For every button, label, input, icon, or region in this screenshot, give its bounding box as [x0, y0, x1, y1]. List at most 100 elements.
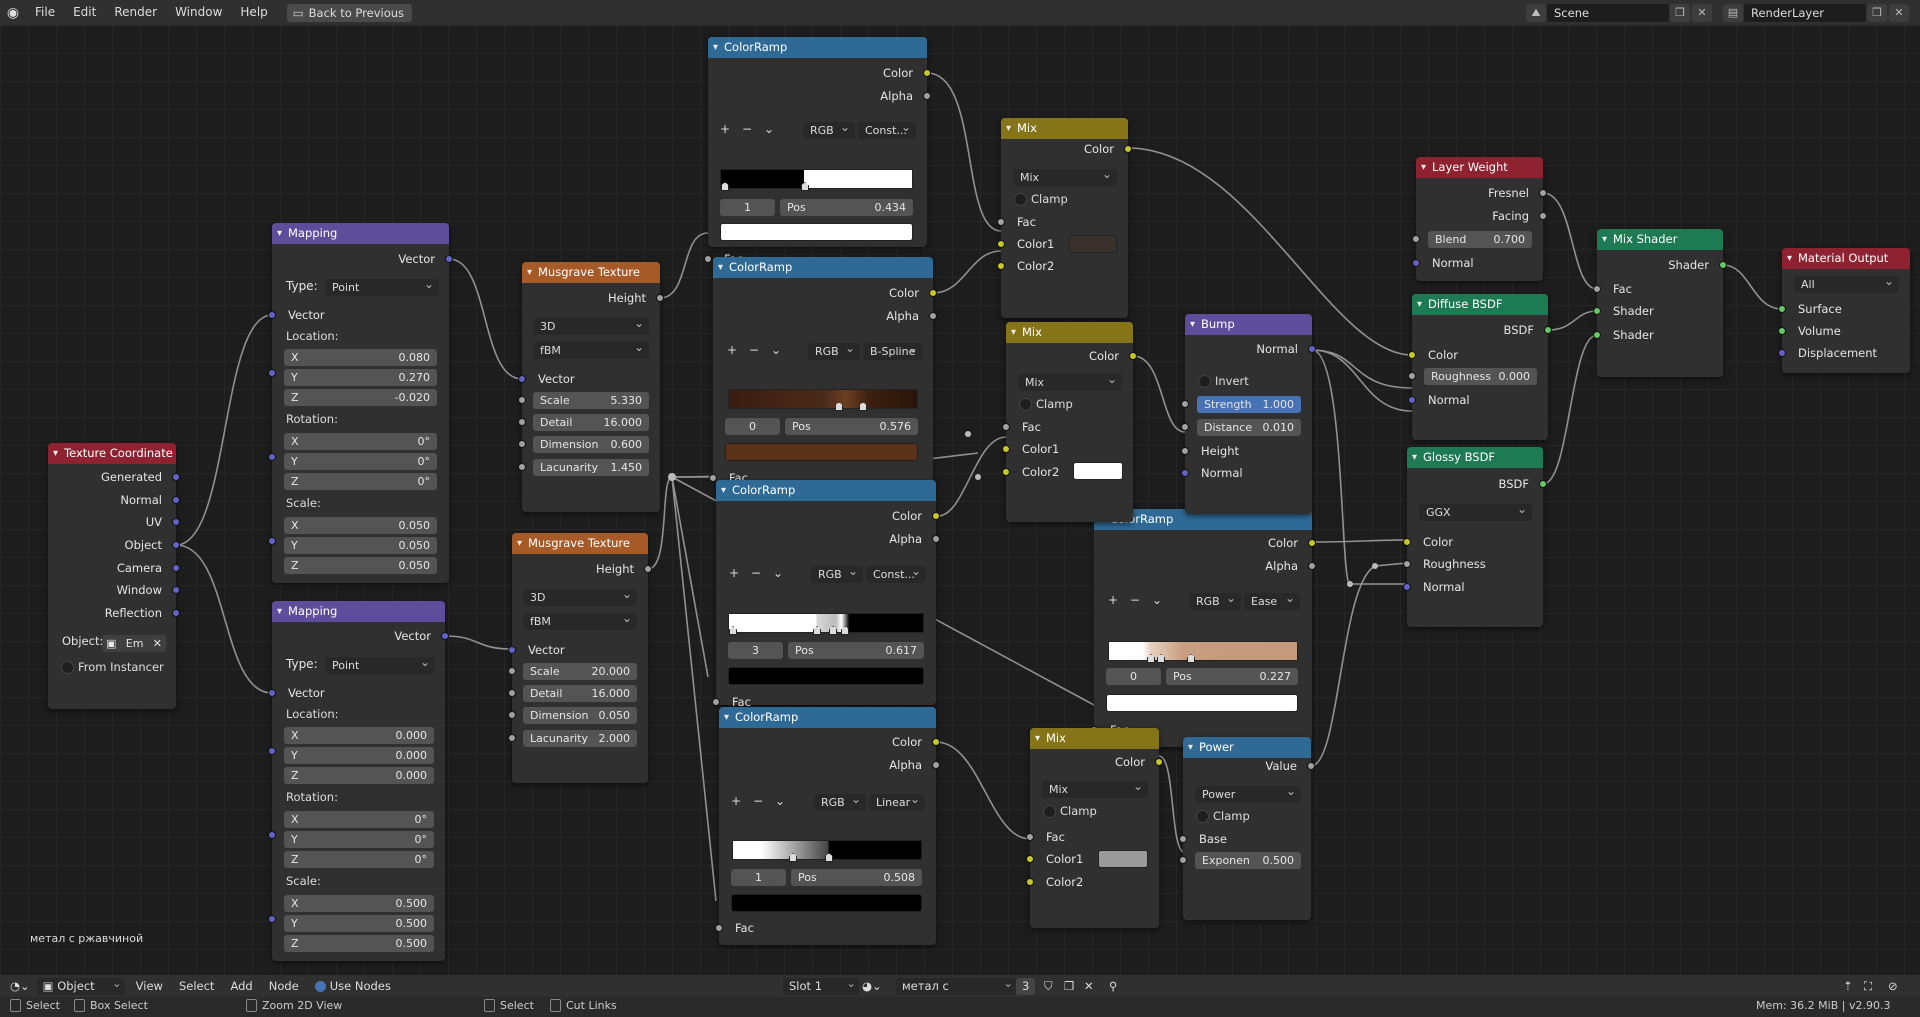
- socket[interactable]: [1593, 307, 1601, 315]
- socket[interactable]: [1403, 560, 1411, 568]
- material-users-count[interactable]: 3: [1016, 977, 1036, 995]
- color-ramp-bar[interactable]: [732, 840, 922, 862]
- material-browse-icon[interactable]: ◕⌄: [862, 979, 882, 993]
- socket[interactable]: [518, 375, 526, 383]
- socket[interactable]: [1179, 835, 1187, 843]
- detail-socket[interactable]: [518, 418, 526, 426]
- socket[interactable]: [172, 518, 180, 526]
- object-mode-dropdown[interactable]: ▣ Object: [36, 975, 125, 995]
- colorramp-node-2[interactable]: ColorRamp Color Alpha +−⌄ RGB B-Spline 0…: [709, 257, 937, 485]
- fake-user-icon[interactable]: ⛉: [1044, 978, 1053, 993]
- strength-socket[interactable]: [1181, 400, 1189, 408]
- node-header[interactable]: Power: [1183, 737, 1311, 758]
- ramp-stop[interactable]: [1147, 654, 1155, 663]
- chevron-down-icon[interactable]: ⌄: [773, 566, 784, 580]
- interpolation-dropdown[interactable]: B-Spline: [863, 343, 923, 360]
- type-dropdown[interactable]: Point: [325, 657, 435, 674]
- menu-select[interactable]: Select: [178, 979, 215, 993]
- colorramp-node-5[interactable]: ColorRamp Color Alpha +−⌄ RGB Ease 0 Pos…: [1090, 509, 1316, 747]
- menu-edit[interactable]: Edit: [73, 5, 97, 19]
- mapping-node-2[interactable]: Mapping Vector Type: Point Vector Locati…: [268, 601, 449, 961]
- colorramp-node-4[interactable]: ColorRamp Color Alpha +−⌄ RGB Linear 1 P…: [715, 707, 940, 945]
- color-mode-dropdown[interactable]: RGB: [803, 122, 855, 139]
- clamp-checkbox[interactable]: Clamp: [1013, 191, 1068, 207]
- from-instancer-checkbox[interactable]: From Instancer: [60, 659, 164, 675]
- menu-render[interactable]: Render: [114, 5, 158, 19]
- delete-renderlayer-icon[interactable]: ✕: [1889, 3, 1909, 22]
- musgrave-type-dropdown[interactable]: fBM: [533, 342, 649, 359]
- snap-icon[interactable]: ⛶: [1864, 978, 1873, 993]
- interpolation-dropdown[interactable]: Const...: [858, 122, 916, 139]
- scale-socket[interactable]: [518, 396, 526, 404]
- menu-node[interactable]: Node: [268, 979, 299, 993]
- color2-swatch[interactable]: [1073, 462, 1123, 480]
- rotation-socket[interactable]: [268, 831, 276, 839]
- socket[interactable]: [929, 312, 937, 320]
- ramp-stop[interactable]: [829, 626, 837, 635]
- node-header[interactable]: Mix: [1001, 118, 1128, 139]
- lacunarity-socket[interactable]: [508, 734, 516, 742]
- clamp-checkbox[interactable]: Clamp: [1018, 396, 1073, 412]
- color1-swatch[interactable]: [1098, 850, 1148, 868]
- socket[interactable]: [172, 541, 180, 549]
- clamp-checkbox[interactable]: Clamp: [1042, 803, 1097, 819]
- menu-file[interactable]: File: [35, 5, 56, 19]
- socket[interactable]: [1539, 480, 1547, 488]
- socket[interactable]: [1026, 855, 1034, 863]
- object-field[interactable]: ▣Em✕: [102, 635, 166, 652]
- color-mode-dropdown[interactable]: RGB: [814, 794, 866, 811]
- node-editor-canvas[interactable]: Texture Coordinate Generated Normal UV O…: [0, 25, 1920, 975]
- new-material-icon[interactable]: ❐: [1064, 979, 1075, 993]
- node-header[interactable]: ColorRamp: [719, 707, 936, 728]
- socket[interactable]: [1308, 345, 1316, 353]
- socket[interactable]: [997, 262, 1005, 270]
- socket[interactable]: [268, 311, 276, 319]
- socket[interactable]: [656, 294, 664, 302]
- socket[interactable]: [997, 240, 1005, 248]
- ramp-stop[interactable]: [813, 626, 821, 635]
- node-header[interactable]: Texture Coordinate: [48, 443, 176, 464]
- overlay-icon[interactable]: ⊘: [1888, 979, 1898, 993]
- location-socket[interactable]: [268, 747, 276, 755]
- remove-stop-icon[interactable]: −: [753, 794, 764, 808]
- socket[interactable]: [932, 761, 940, 769]
- glossy-bsdf-node[interactable]: Glossy BSDF BSDF GGX Color Roughness Nor…: [1403, 447, 1547, 627]
- blend-type-dropdown[interactable]: Mix: [1013, 169, 1117, 186]
- chevron-down-icon[interactable]: ⌄: [1152, 593, 1163, 607]
- location-z-field[interactable]: Z-0.020: [284, 389, 437, 406]
- mix-shader-node[interactable]: Mix Shader Shader Fac Shader Shader: [1593, 229, 1727, 377]
- socket[interactable]: [1412, 259, 1420, 267]
- colorramp-node-1[interactable]: ColorRamp Color Alpha +−⌄ RGB Const... 1…: [704, 37, 931, 266]
- socket[interactable]: [1002, 445, 1010, 453]
- socket[interactable]: [1181, 447, 1189, 455]
- socket[interactable]: [1155, 758, 1163, 766]
- rotation-socket[interactable]: [268, 453, 276, 461]
- socket[interactable]: [268, 689, 276, 697]
- node-header[interactable]: Glossy BSDF: [1407, 447, 1543, 468]
- mapping-node-1[interactable]: Mapping Vector Type: Point Vector Locati…: [268, 223, 453, 583]
- ramp-stop[interactable]: [825, 853, 833, 862]
- interpolation-dropdown[interactable]: Const...: [866, 566, 926, 583]
- scene-field[interactable]: Scene: [1547, 3, 1669, 22]
- stop-color-swatch[interactable]: [725, 443, 918, 461]
- socket[interactable]: [172, 609, 180, 617]
- lacunarity-socket[interactable]: [518, 463, 526, 471]
- musgrave-type-dropdown[interactable]: fBM: [523, 613, 637, 630]
- dimension-socket[interactable]: [518, 440, 526, 448]
- blender-logo-icon[interactable]: ◉: [6, 4, 20, 21]
- musgrave-texture-node-2[interactable]: Musgrave Texture Height 3D fBM Vector Sc…: [508, 533, 652, 783]
- remove-stop-icon[interactable]: −: [1130, 593, 1141, 607]
- socket[interactable]: [1408, 396, 1416, 404]
